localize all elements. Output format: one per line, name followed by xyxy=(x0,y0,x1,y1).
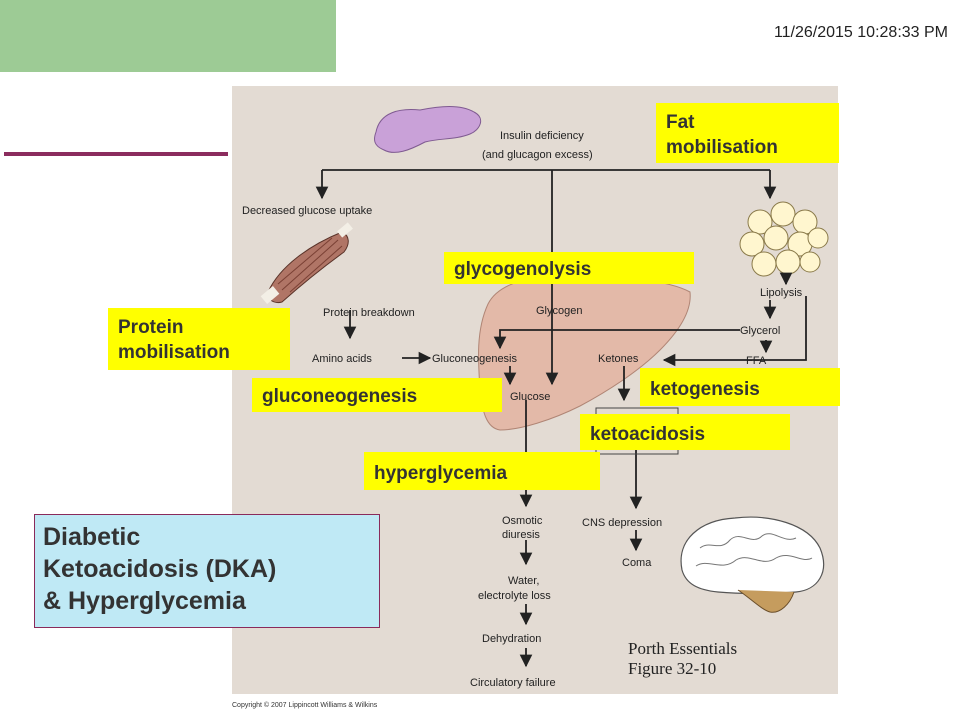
title-line2: Ketoacidosis (DKA) xyxy=(43,555,277,583)
timestamp: 11/26/2015 10:28:33 PM xyxy=(773,24,948,41)
label-cns-depression: CNS depression xyxy=(582,517,662,529)
label-gluconeogenesis: Gluconeogenesis xyxy=(432,353,518,365)
highlight-ketogenesis-text: ketogenesis xyxy=(650,379,760,400)
label-insulin-deficiency: Insulin deficiency xyxy=(500,130,584,142)
green-header-block xyxy=(0,0,336,72)
label-water: Water, xyxy=(508,575,539,587)
highlight-ketoacidosis-text: ketoacidosis xyxy=(590,424,705,445)
title-line3: & Hyperglycemia xyxy=(43,587,246,615)
brain-illustration xyxy=(680,516,825,613)
label-ffa: FFA xyxy=(746,355,767,367)
label-coma: Coma xyxy=(622,557,652,569)
copyright-text: Copyright © 2007 Lippincott Williams & W… xyxy=(232,702,378,709)
label-dehydration: Dehydration xyxy=(482,633,541,645)
highlight-protein-line2: mobilisation xyxy=(118,342,230,363)
label-circulatory-failure: Circulatory failure xyxy=(470,677,556,689)
highlight-gluconeogenesis: gluconeogenesis xyxy=(252,378,502,412)
highlight-protein-mobilisation: Protein mobilisation xyxy=(108,308,290,370)
label-electrolyte-loss: electrolyte loss xyxy=(478,590,551,602)
label-glucose: Glucose xyxy=(510,391,550,403)
title-text: Diabetic Ketoacidosis (DKA) & Hyperglyce… xyxy=(43,521,276,617)
highlight-fat-mobilisation: Fat mobilisation xyxy=(656,103,839,163)
muscle-illustration xyxy=(260,222,353,304)
source-line2: Figure 32-10 xyxy=(628,659,716,678)
highlight-fat-line2: mobilisation xyxy=(666,137,778,158)
highlight-ketogenesis: ketogenesis xyxy=(640,368,840,406)
accent-line xyxy=(4,152,228,156)
label-diuresis: diuresis xyxy=(502,529,540,541)
highlight-gluconeogenesis-text: gluconeogenesis xyxy=(262,386,417,407)
highlight-glycogenolysis-text: glycogenolysis xyxy=(454,259,591,280)
highlight-hyperglycemia: hyperglycemia xyxy=(364,452,600,490)
highlight-protein-line1: Protein xyxy=(118,317,183,338)
highlight-ketoacidosis: ketoacidosis xyxy=(580,414,790,450)
label-decreased-glucose-uptake: Decreased glucose uptake xyxy=(242,205,372,217)
label-glycerol: Glycerol xyxy=(740,325,780,337)
label-glycogen: Glycogen xyxy=(536,305,582,317)
title-box: Diabetic Ketoacidosis (DKA) & Hyperglyce… xyxy=(34,514,380,628)
label-osmotic: Osmotic xyxy=(502,515,543,527)
source-line1: Porth Essentials xyxy=(628,639,737,658)
highlight-fat-line1: Fat xyxy=(666,112,695,133)
title-line1: Diabetic xyxy=(43,523,141,551)
highlight-hyperglycemia-text: hyperglycemia xyxy=(374,463,507,484)
fat-cells-illustration xyxy=(739,201,829,277)
label-lipolysis: Lipolysis xyxy=(760,287,803,299)
label-ketones: Ketones xyxy=(598,353,639,365)
highlight-glycogenolysis: glycogenolysis xyxy=(444,252,694,284)
pancreas-illustration xyxy=(374,106,482,153)
label-protein-breakdown: Protein breakdown xyxy=(323,307,415,319)
label-glucagon-excess: (and glucagon excess) xyxy=(482,149,593,161)
label-amino-acids: Amino acids xyxy=(312,353,372,365)
